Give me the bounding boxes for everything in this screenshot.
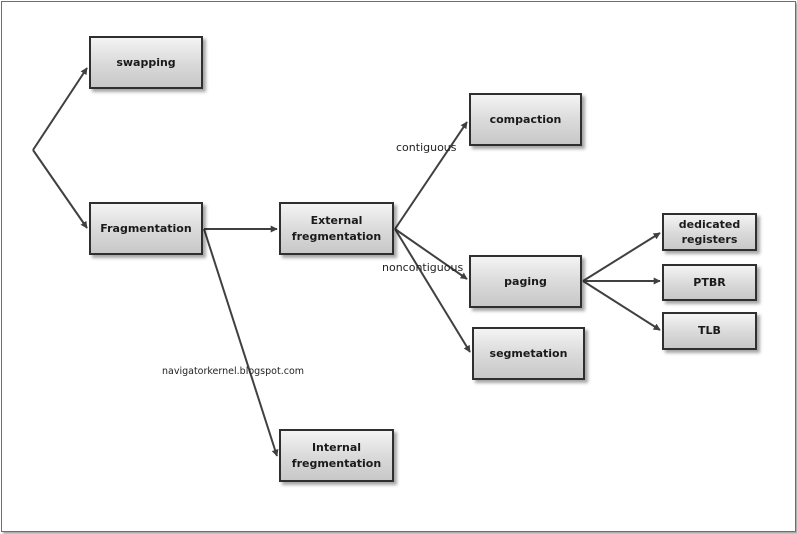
arrow-paging-to-dedicated	[582, 232, 661, 282]
edge-label-noncontiguous: noncontiguous	[382, 261, 464, 274]
edge-label-contiguous: contiguous	[396, 141, 457, 154]
arrow-fragmentation-to-internal	[203, 228, 279, 457]
node-external-fragmentation: External fregmentation	[279, 202, 394, 255]
node-compaction: compaction	[469, 93, 582, 146]
watermark-text: navigatorkernel.blogspot.com	[162, 366, 305, 377]
arrow-external-to-compaction	[394, 121, 468, 230]
node-tlb: TLB	[662, 312, 757, 350]
node-segmetation: segmetation	[472, 327, 585, 380]
arrow-root-to-swapping	[32, 67, 88, 151]
arrow-external-to-segmetation	[394, 228, 471, 353]
node-ptbr: PTBR	[662, 264, 757, 301]
node-dedicated-registers: dedicated registers	[662, 213, 757, 251]
node-paging: paging	[469, 255, 582, 308]
node-internal-fragmentation: Internal fregmentation	[279, 429, 394, 482]
node-fragmentation: Fragmentation	[89, 202, 203, 255]
arrow-paging-to-tlb	[582, 280, 661, 331]
node-swapping: swapping	[89, 36, 203, 89]
arrow-root-to-fragmentation	[32, 149, 88, 229]
arrow-external-to-paging	[394, 228, 468, 280]
